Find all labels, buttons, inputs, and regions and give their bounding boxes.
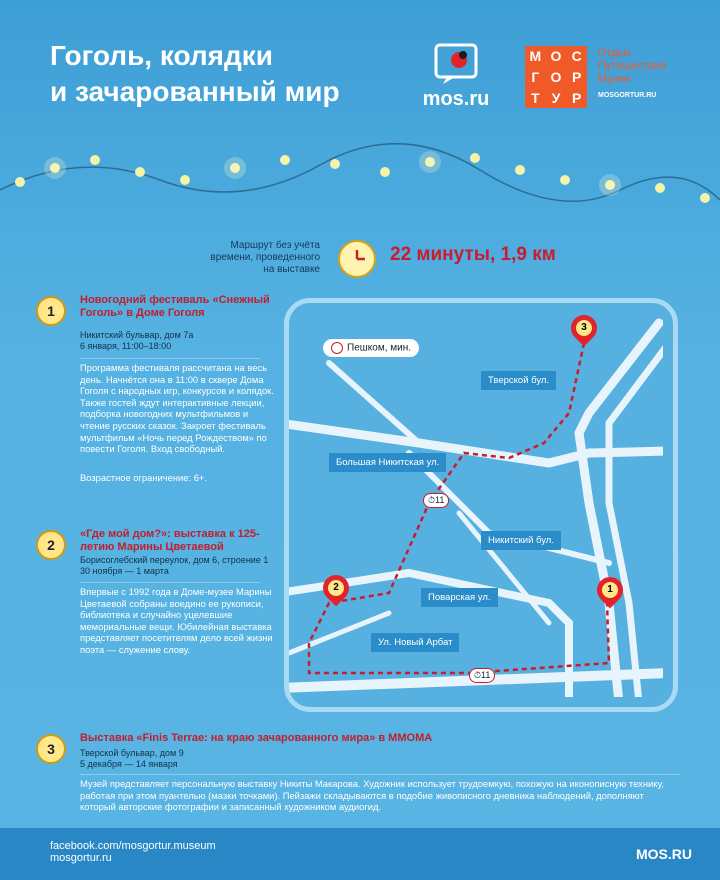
number-badge: 1 bbox=[36, 296, 66, 326]
legend-label: Пешком, мин. bbox=[347, 342, 412, 354]
garland-decoration bbox=[0, 143, 720, 203]
event-date: 6 января, 11:00–18:00 bbox=[80, 341, 172, 351]
logo-letter: М bbox=[529, 48, 542, 65]
logo-letter: Р bbox=[571, 89, 582, 106]
street-label-tverskoy: Тверской бул. bbox=[481, 371, 557, 390]
time-badge: ⏱11 bbox=[469, 668, 496, 683]
small-clock-icon bbox=[331, 342, 343, 354]
pin-label: 2 bbox=[328, 580, 344, 596]
logo-letter: О bbox=[550, 48, 562, 65]
facebook-link[interactable]: facebook.com/mosgortur.museum bbox=[50, 840, 216, 852]
logo-letter: О bbox=[550, 68, 562, 85]
page-title: Гоголь, колядки и зачарованный мир bbox=[50, 38, 380, 110]
event-title: Новогодний фестиваль «Снежный Гоголь» в … bbox=[80, 294, 270, 319]
mos-ru-link[interactable]: MOS.RU bbox=[636, 846, 692, 862]
event-date: 30 ноября — 1 марта bbox=[80, 566, 169, 576]
event-address: Никитский бульвар, дом 7а bbox=[80, 330, 194, 340]
route-duration-distance: 22 минуты, 1,9 км bbox=[390, 244, 556, 265]
caption-line: времени, проведенного bbox=[210, 252, 320, 263]
mos-ru-label: mos.ru bbox=[422, 88, 490, 110]
pin-label: 1 bbox=[602, 582, 618, 598]
number-badge: 3 bbox=[36, 734, 66, 764]
event-description: Программа фестиваля рассчитана на весь д… bbox=[80, 362, 274, 455]
link-muzei[interactable]: Музеи bbox=[598, 73, 630, 85]
title-line-1: Гоголь, колядки bbox=[50, 40, 274, 71]
logo-letter: У bbox=[551, 89, 561, 106]
site-link[interactable]: mosgortur.ru bbox=[50, 852, 112, 864]
event-title: Выставка «Finis Terrae: на краю зачарова… bbox=[80, 732, 433, 744]
time-badge: ⏱11 bbox=[423, 493, 450, 508]
pin-label: 3 bbox=[576, 320, 592, 336]
footer: facebook.com/mosgortur.museum mosgortur.… bbox=[0, 828, 720, 880]
mosgortur-logo[interactable]: М О С Г О Р Т У Р bbox=[525, 46, 587, 108]
logo-letter: Г bbox=[531, 68, 540, 85]
mosgortur-url[interactable]: MOSGORTUR.RU bbox=[598, 92, 657, 99]
street-label-nikitsky: Никитский бул. bbox=[481, 531, 561, 550]
divider bbox=[80, 774, 680, 775]
event-title: «Где мой дом?»: выставка к 125-летию Мар… bbox=[80, 528, 260, 553]
map-legend: Пешком, мин. bbox=[323, 339, 420, 357]
time-badge-value: 11 bbox=[481, 670, 491, 680]
route-map[interactable]: Пешком, мин. Тверской бул. Большая Никит… bbox=[284, 298, 678, 712]
link-puteshestviya[interactable]: Путешествия bbox=[598, 60, 666, 72]
number-badge: 2 bbox=[36, 530, 66, 560]
time-badge-value: 11 bbox=[435, 495, 445, 505]
link-otdykh[interactable]: Отдых bbox=[598, 47, 632, 59]
caption-line: на выставке bbox=[263, 264, 320, 275]
logo-letter: Т bbox=[531, 89, 540, 106]
divider bbox=[80, 358, 260, 359]
bullfinch-icon bbox=[434, 43, 478, 84]
divider bbox=[80, 582, 260, 583]
event-date: 5 декабря — 14 января bbox=[80, 759, 178, 769]
event-description: Впервые с 1992 года в Доме-музее Марины … bbox=[80, 586, 273, 655]
title-line-2: и зачарованный мир bbox=[50, 76, 340, 107]
street-label-novy-arbat: Ул. Новый Арбат bbox=[371, 633, 460, 652]
mos-ru-logo[interactable]: mos.ru bbox=[410, 40, 502, 112]
street-label-bolshaya-nikitskaya: Большая Никитская ул. bbox=[329, 453, 447, 472]
caption-line: Маршрут без учёта bbox=[230, 240, 320, 251]
logo-letter: С bbox=[571, 48, 582, 65]
event-address: Борисоглебский переулок, дом 6, строение… bbox=[80, 555, 269, 565]
event-address: Тверской бульвар, дом 9 bbox=[80, 748, 184, 758]
street-label-povarskaya: Поварская ул. bbox=[421, 588, 498, 607]
event-description: Музей представляет персональную выставку… bbox=[80, 778, 664, 813]
event-age-limit: Возрастное ограничение: 6+. bbox=[80, 472, 207, 483]
footer-links: facebook.com/mosgortur.museum mosgortur.… bbox=[50, 840, 216, 864]
clock-icon bbox=[338, 240, 376, 278]
mosgortur-links: Отдых Путешествия Музеи MOSGORTUR.RU bbox=[598, 47, 666, 102]
map-canvas bbox=[289, 318, 663, 697]
logo-letter: Р bbox=[571, 68, 582, 85]
route-caption: Маршрут без учёта времени, проведенного … bbox=[200, 240, 320, 276]
